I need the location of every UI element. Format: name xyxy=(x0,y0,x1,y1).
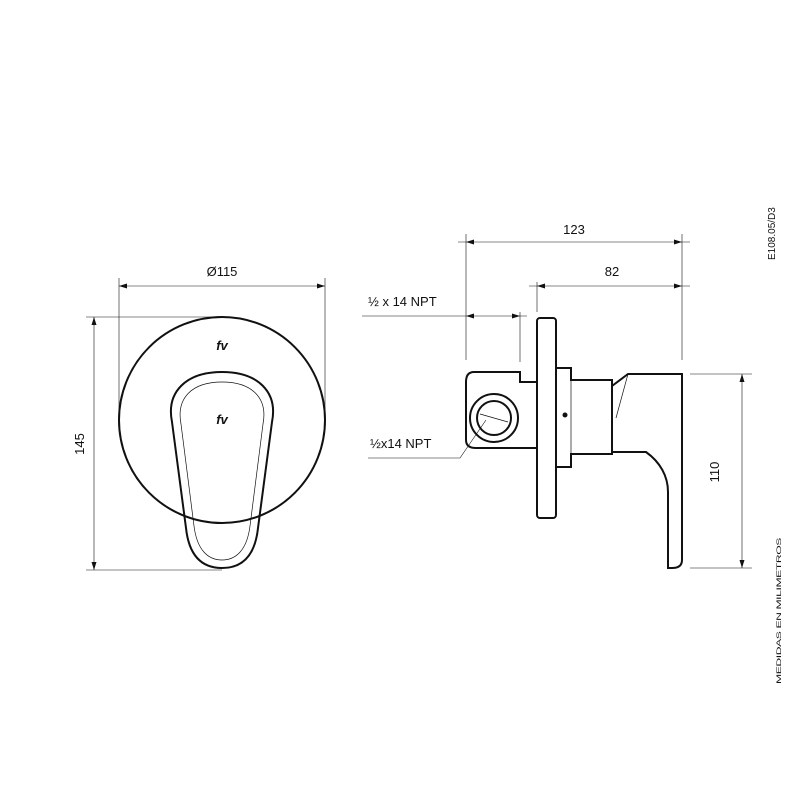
cartridge-body xyxy=(556,367,613,468)
set-screw xyxy=(562,412,568,418)
brand-logo-handle: fv xyxy=(216,412,228,427)
front-view: fv fv Ø115 145 xyxy=(72,264,326,571)
drawing-code: E108.05/D3 xyxy=(767,207,778,260)
diameter-label: Ø115 xyxy=(207,264,238,279)
side-height-label: 110 xyxy=(707,462,722,483)
valve-body xyxy=(465,371,537,449)
thread-side-leader xyxy=(368,419,487,459)
inlet-inner-ring xyxy=(476,400,512,436)
wall-plate xyxy=(536,317,557,519)
thread-side-label: ½x14 NPT xyxy=(370,436,431,451)
handle-depth-label: 82 xyxy=(605,264,619,279)
side-lever[interactable] xyxy=(611,373,683,569)
units-note: MEDIDAS EN MILIMETROS xyxy=(777,538,783,684)
front-height-label: 145 xyxy=(72,433,87,455)
brand-logo-plate: fv xyxy=(216,338,228,353)
lever-handle-inner xyxy=(179,381,265,561)
thread-top-label: ½ x 14 NPT xyxy=(368,294,437,309)
side-view: 123 82 ½ x 14 NPT ½x14 NPT 110 xyxy=(362,222,752,569)
total-depth-label: 123 xyxy=(563,222,585,237)
inlet-outer-ring xyxy=(469,393,519,443)
lever-handle[interactable] xyxy=(169,370,275,570)
